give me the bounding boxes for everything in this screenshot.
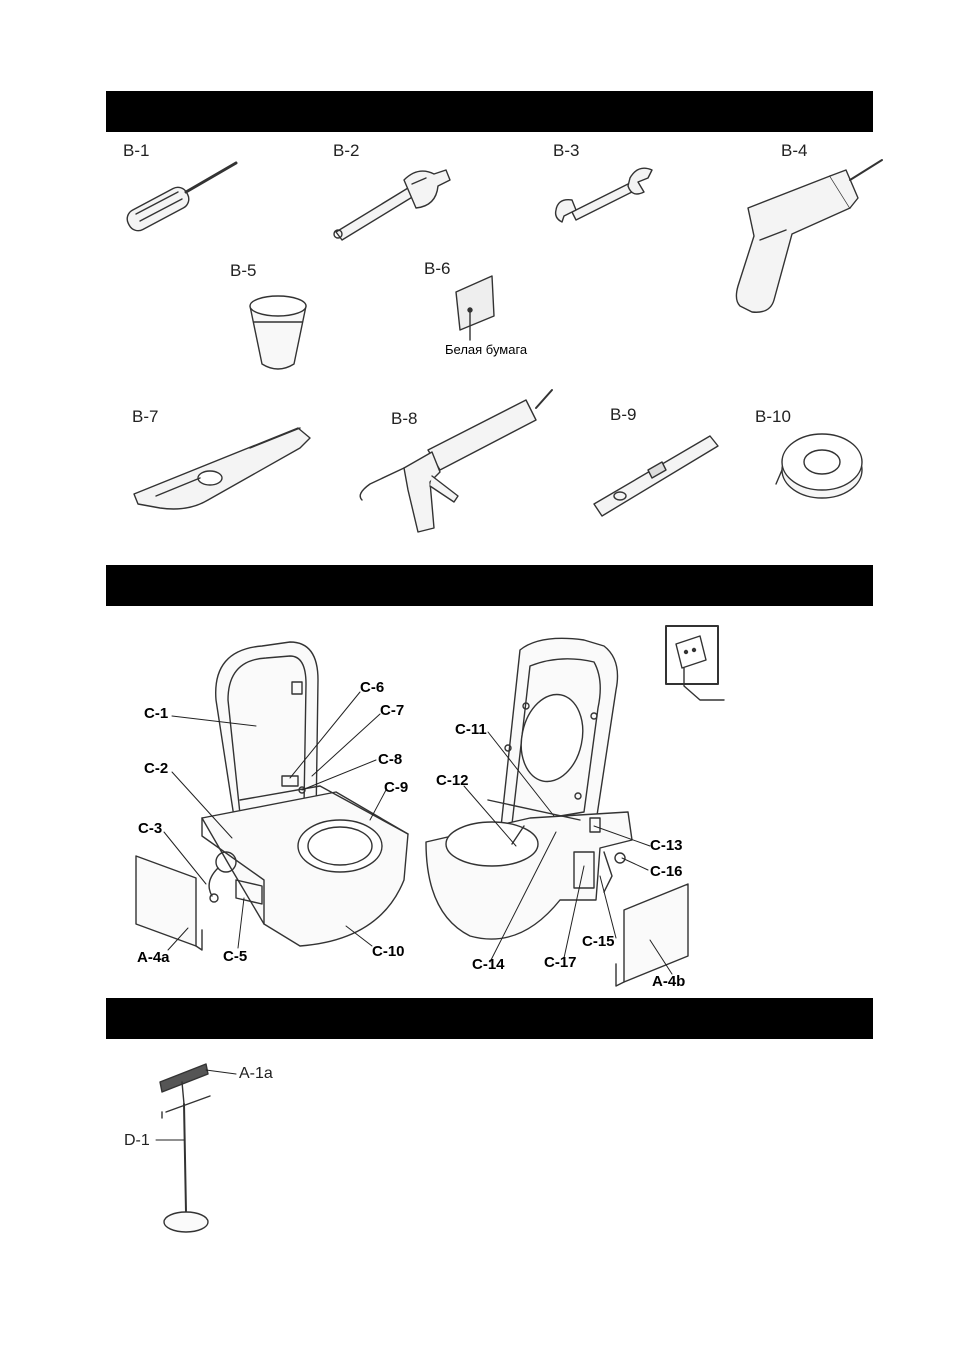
cup-illustration (250, 296, 306, 369)
part-label-c3: C-3 (138, 821, 162, 836)
tool-label-b1: B-1 (123, 142, 149, 159)
tool-label-b10: B-10 (755, 408, 791, 425)
part-label-c8: C-8 (378, 752, 402, 767)
spirit-level-illustration (594, 436, 718, 516)
open-end-wrench-illustration (556, 168, 652, 222)
part-label-a4a: A-4a (137, 950, 170, 965)
part-label-c13: C-13 (650, 838, 683, 853)
caulking-gun-illustration (360, 390, 552, 532)
paper-holder-illustration (160, 1064, 210, 1232)
drill-illustration (736, 160, 882, 312)
screwdriver-illustration (124, 163, 236, 234)
panel-a4a-illustration (136, 856, 202, 950)
part-label-c2: C-2 (144, 761, 168, 776)
tool-label-b5: B-5 (230, 262, 256, 279)
part-label-c14: C-14 (472, 957, 505, 972)
accessory-label-a1a: A-1a (239, 1066, 273, 1082)
part-label-c5: C-5 (223, 949, 247, 964)
adjustable-wrench-illustration (334, 170, 450, 240)
tool-label-b3: B-3 (553, 142, 579, 159)
tool-label-b9: B-9 (610, 406, 636, 423)
part-label-c6: C-6 (360, 680, 384, 695)
part-label-c1: C-1 (144, 706, 168, 721)
part-label-c15: C-15 (582, 934, 615, 949)
part-label-a4b: A-4b (652, 974, 685, 989)
part-label-c17: C-17 (544, 955, 577, 970)
tool-label-b6: B-6 (424, 260, 450, 277)
part-label-c16: C-16 (650, 864, 683, 879)
part-label-c12: C-12 (436, 773, 469, 788)
part-label-c11: C-11 (455, 722, 487, 737)
white-paper-illustration (456, 276, 494, 340)
tool-caption-b6: Белая бумага (445, 343, 527, 356)
wall-socket-illustration (666, 626, 724, 700)
tool-label-b8: B-8 (391, 410, 417, 427)
utility-knife-illustration (134, 428, 310, 509)
panel-a4b-illustration (616, 884, 688, 986)
part-label-c7: C-7 (380, 703, 404, 718)
tool-label-b4: B-4 (781, 142, 807, 159)
part-label-c10: C-10 (372, 944, 405, 959)
accessory-label-d1: D-1 (124, 1133, 150, 1149)
tool-label-b7: B-7 (132, 408, 158, 425)
part-label-c9: C-9 (384, 780, 408, 795)
tape-roll-illustration (776, 434, 862, 498)
tool-label-b2: B-2 (333, 142, 359, 159)
